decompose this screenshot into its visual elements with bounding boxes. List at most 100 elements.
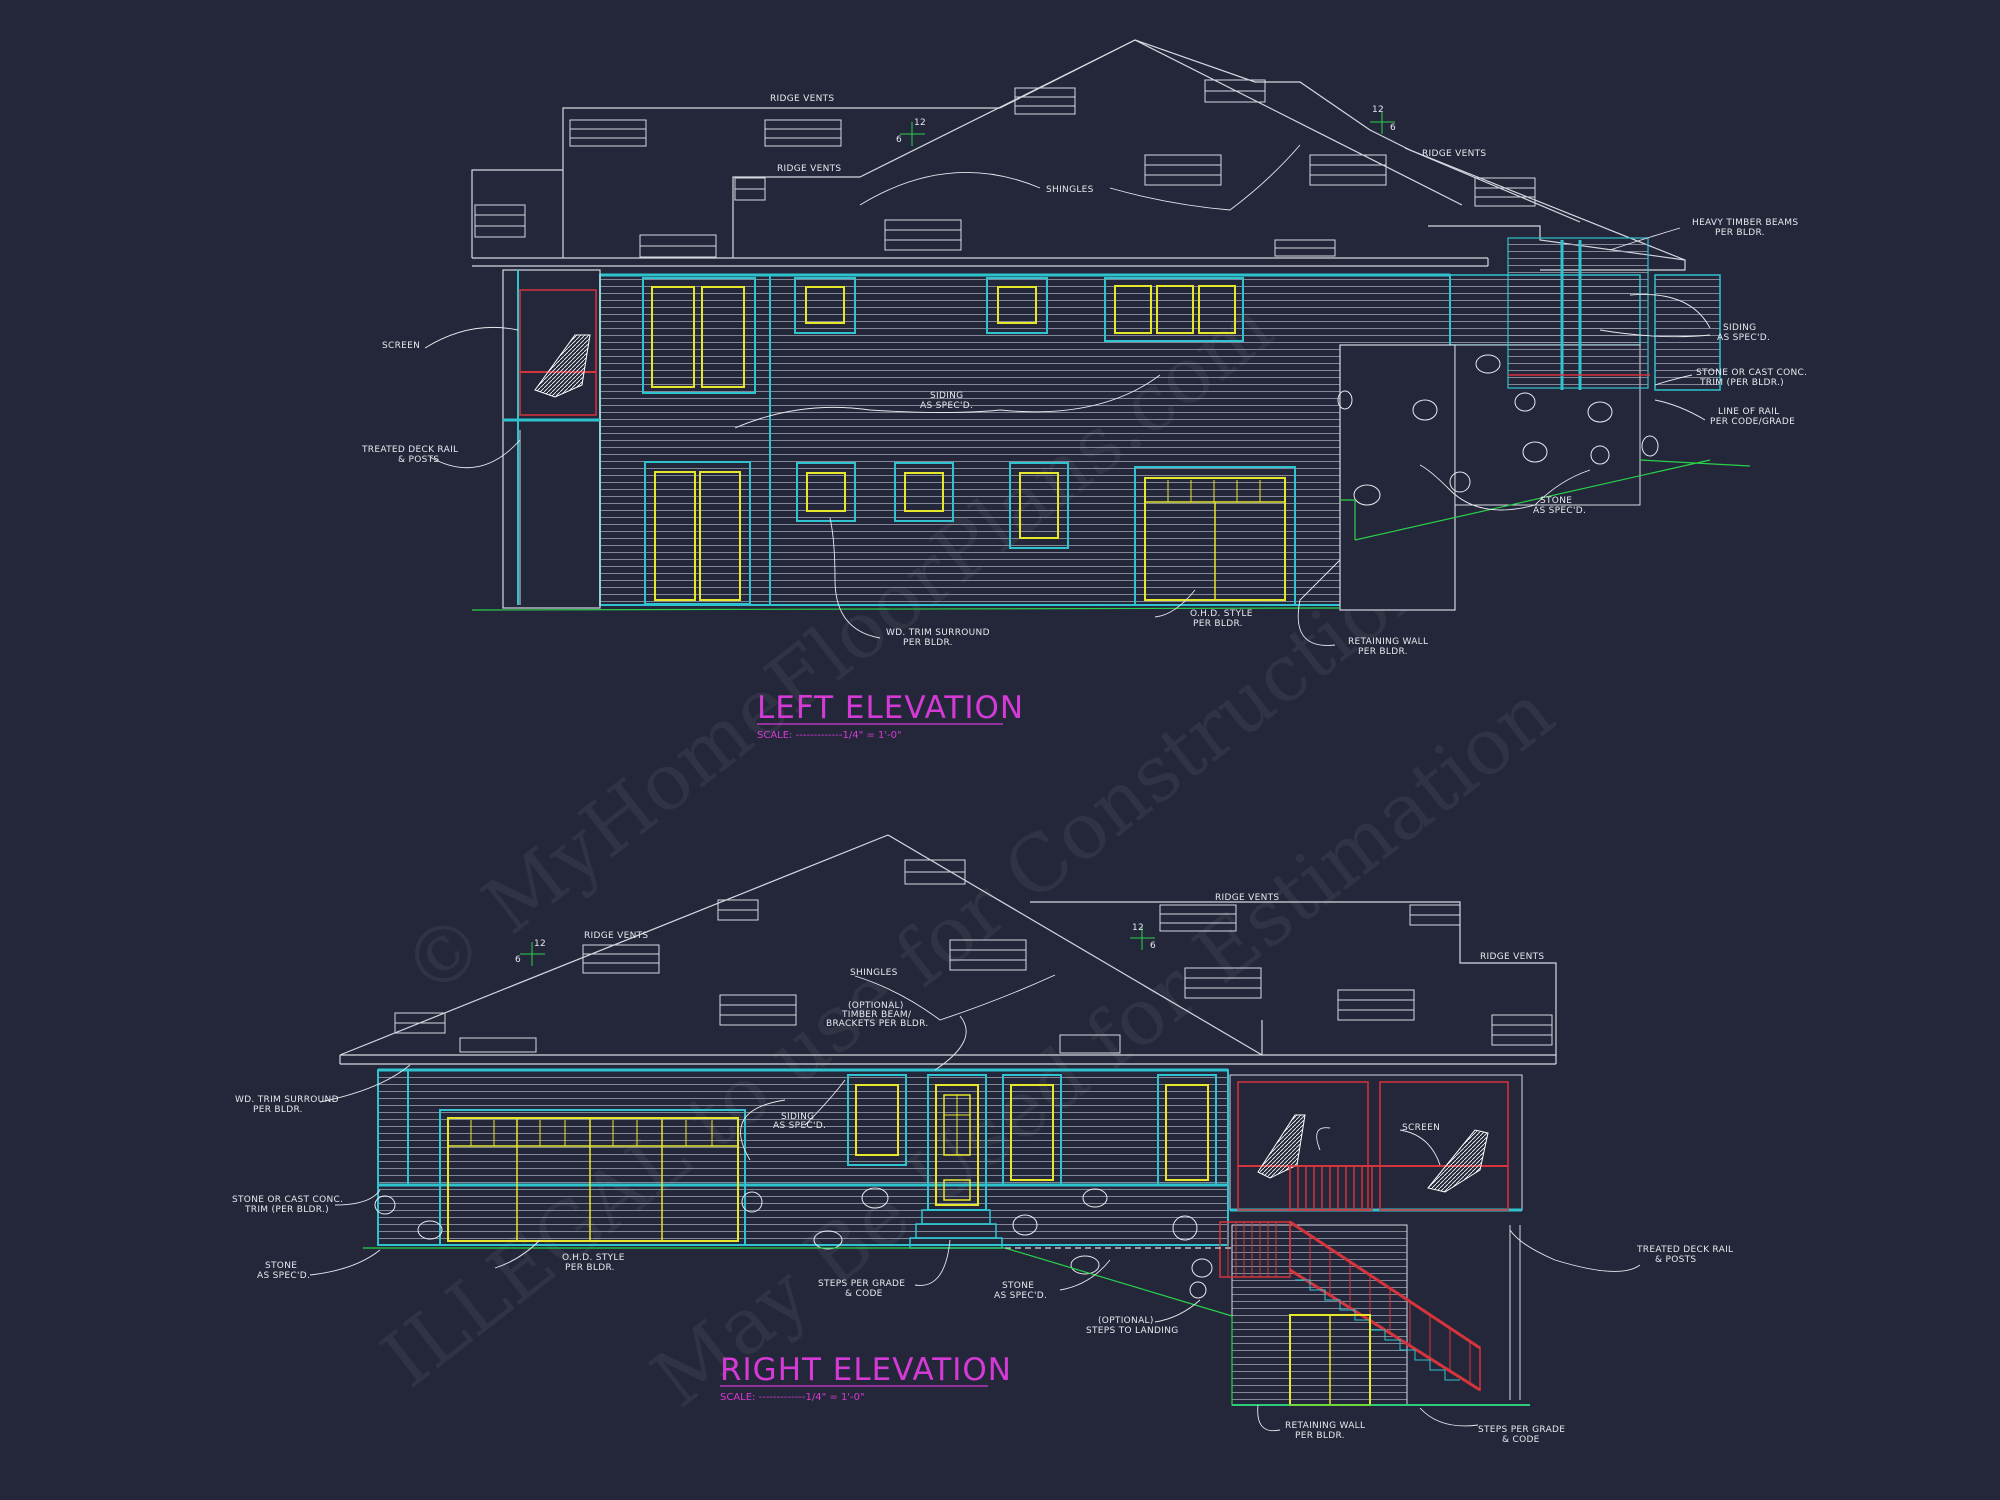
right-stones <box>374 1187 1213 1299</box>
right-deck-rail-label-2: & POSTS <box>1655 1255 1696 1265</box>
right-shingle-marks <box>394 859 1553 1054</box>
svg-text:6: 6 <box>515 955 521 965</box>
window-upper-double <box>642 277 756 394</box>
left-roof <box>471 39 1686 271</box>
left-retaining-label-2: PER BLDR. <box>1358 647 1408 657</box>
right-steps-grade-label-2: & CODE <box>1502 1435 1540 1445</box>
left-elevation: 12 6 12 6 RIDGE V <box>361 39 1807 741</box>
left-elevation-scale: SCALE: -------------1/4" = 1'-0" <box>757 730 902 741</box>
left-windows <box>642 277 1296 606</box>
right-timber-beam-label-3: BRACKETS PER BLDR. <box>826 1019 929 1029</box>
left-ridge-vents-2-label: RIDGE VENTS <box>777 164 841 174</box>
window-right-1 <box>847 1074 907 1166</box>
left-ohd-label-1: O.H.D. STYLE <box>1190 609 1253 619</box>
svg-text:6: 6 <box>896 135 902 145</box>
right-stone-left-label-2: AS SPEC'D. <box>257 1271 310 1281</box>
garage-door-right-elev <box>439 1109 746 1246</box>
left-heavy-timber-label-2: PER BLDR. <box>1715 228 1765 238</box>
right-steps-landing-label-2: STEPS TO LANDING <box>1086 1326 1179 1336</box>
right-roof <box>339 834 1557 1065</box>
left-elevation-title: LEFT ELEVATION <box>757 690 1024 726</box>
left-siding-label-2: AS SPEC'D. <box>920 401 973 411</box>
window-right-3 <box>1157 1074 1217 1186</box>
right-retaining-label-1: RETAINING WALL <box>1285 1421 1365 1431</box>
entry-door <box>927 1074 987 1211</box>
left-stones <box>1337 354 1659 506</box>
left-line-of-rail-label-2: PER CODE/GRADE <box>1710 417 1795 427</box>
left-siding-right-label-1: SIDING <box>1723 323 1756 333</box>
right-steps-code-label-1: STEPS PER GRADE <box>818 1279 905 1289</box>
left-ohd-label-2: PER BLDR. <box>1193 619 1243 629</box>
right-ohd-label-2: PER BLDR. <box>565 1263 615 1273</box>
right-deck-rail-label-1: TREATED DECK RAIL <box>1636 1245 1733 1255</box>
left-stone-label-1: STONE <box>1540 496 1572 506</box>
left-walls <box>502 237 1721 611</box>
svg-text:12: 12 <box>534 939 546 949</box>
right-shingles-label: SHINGLES <box>850 968 898 978</box>
left-ridge-vents-1-label: RIDGE VENTS <box>770 94 834 104</box>
left-pitch-symbol-1: 12 6 <box>896 118 926 146</box>
right-windows <box>439 1074 1371 1406</box>
left-stone-trim-label-1: STONE OR CAST CONC. <box>1696 368 1807 378</box>
right-elevation-scale: SCALE: -------------1/4" = 1'-0" <box>720 1392 865 1403</box>
right-stone-trim-label-1: STONE OR CAST CONC. <box>232 1195 343 1205</box>
right-leaders <box>309 974 1641 1432</box>
left-stone-label-2: AS SPEC'D. <box>1533 506 1586 516</box>
right-ridge-vents-2-label: RIDGE VENTS <box>1215 893 1279 903</box>
right-retaining-label-2: PER BLDR. <box>1295 1431 1345 1441</box>
left-deck-rail-label-1: TREATED DECK RAIL <box>361 445 458 455</box>
window-upper-triple <box>1104 277 1244 342</box>
svg-text:6: 6 <box>1390 123 1396 133</box>
svg-text:6: 6 <box>1150 941 1156 951</box>
right-timber-beam-label-2: TIMBER BEAM/ <box>841 1010 912 1020</box>
left-line-of-rail-label-1: LINE OF RAIL <box>1718 407 1779 417</box>
right-steps-code-label-2: & CODE <box>845 1289 883 1299</box>
right-labels: RIDGE VENTS RIDGE VENTS RIDGE VENTS SHIN… <box>232 893 1733 1445</box>
left-pitch-symbol-2: 12 6 <box>1370 105 1396 134</box>
right-ridge-vents-1-label: RIDGE VENTS <box>584 931 648 941</box>
window-lower-small-2 <box>894 462 954 522</box>
right-stone-mid-label-2: AS SPEC'D. <box>994 1291 1047 1301</box>
left-ridge-vents-3-label: RIDGE VENTS <box>1422 149 1486 159</box>
left-siding-label-1: SIDING <box>930 391 963 401</box>
left-leaders <box>424 144 1711 646</box>
right-elevation-title: RIGHT ELEVATION <box>720 1352 1012 1388</box>
right-stone-mid-label-1: STONE <box>1002 1281 1034 1291</box>
right-pitch-symbol-2: 12 6 <box>1130 923 1156 951</box>
window-lower-tall <box>1009 462 1069 549</box>
right-elevation: 12 6 12 6 <box>232 834 1733 1445</box>
window-lower-door <box>644 461 751 605</box>
right-stone-trim-label-2: TRIM (PER BLDR.) <box>244 1205 329 1215</box>
left-retaining-label-1: RETAINING WALL <box>1348 637 1428 647</box>
left-trim-surround-label-1: WD. TRIM SURROUND <box>886 628 990 638</box>
left-shingles-label: SHINGLES <box>1046 185 1094 195</box>
garage-door-left-elev <box>1134 466 1296 606</box>
porch-railing <box>1289 1165 1373 1211</box>
svg-text:12: 12 <box>1372 105 1384 115</box>
right-siding-label-2: AS SPEC'D. <box>773 1121 826 1131</box>
right-deck-stairs <box>1219 1220 1481 1392</box>
left-deck-rail-label-2: & POSTS <box>398 455 439 465</box>
left-siding-right-label-2: AS SPEC'D. <box>1717 333 1770 343</box>
window-right-2 <box>1002 1074 1062 1186</box>
window-lower-small-1 <box>796 462 856 522</box>
left-stone-trim-label-2: TRIM (PER BLDR.) <box>1699 378 1784 388</box>
window-upper-small-2 <box>986 277 1048 334</box>
left-screen-label: SCREEN <box>382 341 420 351</box>
left-grade <box>471 459 1751 611</box>
right-trim-surround-label-1: WD. TRIM SURROUND <box>235 1095 339 1105</box>
left-labels: RIDGE VENTS RIDGE VENTS RIDGE VENTS SHIN… <box>361 94 1807 657</box>
svg-text:12: 12 <box>914 118 926 128</box>
window-upper-small-1 <box>794 277 856 334</box>
right-stone-left-label-1: STONE <box>265 1261 297 1271</box>
right-walls <box>377 1068 1530 1406</box>
right-screen-porch <box>1237 1081 1509 1211</box>
right-screen-label: SCREEN <box>1402 1123 1440 1133</box>
right-pitch-symbol-1: 12 6 <box>515 939 546 966</box>
right-siding-label-1: SIDING <box>781 1112 814 1122</box>
right-steps-landing-label-1: (OPTIONAL) <box>1098 1316 1154 1326</box>
left-shingle-marks <box>474 79 1536 258</box>
right-trim-surround-label-2: PER BLDR. <box>253 1105 303 1115</box>
right-steps-grade-label-1: STEPS PER GRADE <box>1478 1425 1565 1435</box>
